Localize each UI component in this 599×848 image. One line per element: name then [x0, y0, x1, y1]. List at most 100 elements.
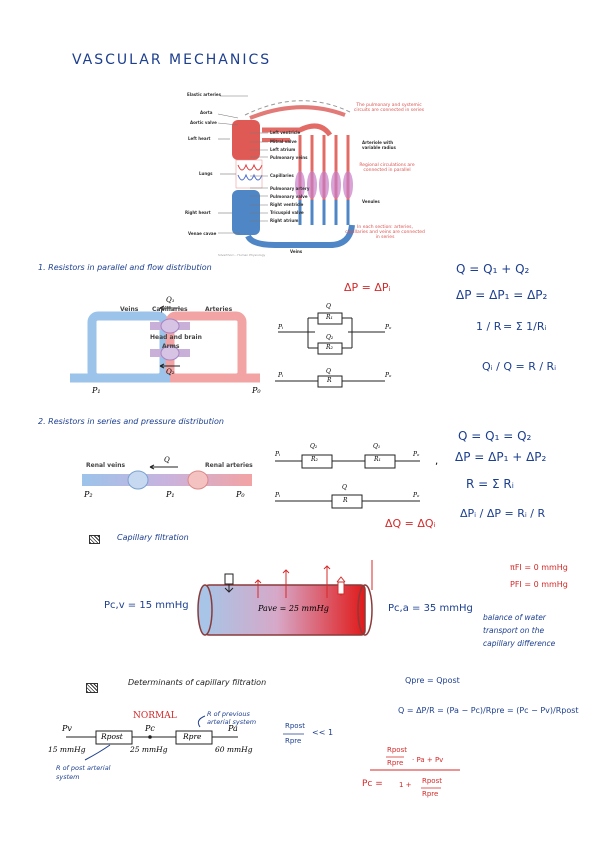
section1-eq-flow-ratio: Qᵢ / Q = R / Rᵢ — [482, 360, 557, 373]
capillary-note: balance of water transport on the capill… — [483, 613, 556, 648]
circuit1-q-single: Q — [326, 368, 331, 375]
label-left-heart: Left heart — [188, 136, 211, 141]
diagram2-p1: P₁ — [166, 490, 175, 499]
pc-eq-rpost: Rpost — [387, 746, 407, 754]
circuit1-pi-single: Pᵢ — [278, 372, 284, 379]
circuit2-q: Q — [342, 484, 347, 491]
q-fraction: Q = ΔP/R = (Pa − Pc)/Rpre = (Pc − Pv)/Rp… — [398, 706, 579, 715]
capillary-pi-fi: πFI = 0 mmHg — [510, 563, 568, 572]
label-left-atrium: Left atrium — [270, 147, 296, 152]
r-prev-label: R of previous arterial system — [207, 710, 257, 726]
circuit1-q: Q — [326, 303, 331, 310]
hatched-bullet-icon — [89, 535, 100, 544]
circuit1-r1: R₁ — [326, 314, 333, 321]
label-arteriole: Arteriole with variable radius — [362, 140, 396, 150]
label-pulmonary-veins: Pulmonary veins — [270, 155, 308, 160]
diagram1-p0: P₀ — [252, 386, 261, 395]
label-elastic-arteries: Elastic arteries — [187, 92, 221, 97]
section1-dp-equation: ΔP = ΔPᵢ — [344, 281, 391, 294]
pa-label: Pa — [228, 724, 238, 733]
normal-label: NORMAL — [133, 711, 177, 721]
circuit1-q2: Q₂ — [326, 334, 334, 341]
label-tricuspid-valve: Tricuspid valve — [270, 210, 304, 215]
label-venules: Venules — [362, 199, 380, 204]
page-title: VASCULAR MECHANICS — [72, 52, 272, 68]
label-right-atrium: Right atrium — [270, 218, 299, 223]
diagram2-p0: P₀ — [236, 490, 245, 499]
pc-label: Pc — [145, 724, 155, 733]
pc-eq-one-plus: 1 + — [399, 781, 412, 789]
value-15: 15 mmHg — [48, 745, 86, 754]
ratio-note: << 1 — [312, 728, 334, 737]
diagram1-q1: Q₁ — [166, 296, 175, 304]
r-post-label: R of post arterial system — [56, 764, 111, 781]
circuit1-r: R — [327, 377, 332, 384]
label-lungs: Lungs — [199, 171, 213, 176]
label-aorta: Aorta — [200, 110, 213, 115]
section1-eq-resistance-lhs: 1 / R — [476, 320, 502, 333]
label-aortic-valve: Aortic valve — [190, 120, 217, 125]
capillary-beds — [295, 171, 353, 199]
circuit2-po-single: Pₒ — [413, 492, 420, 499]
pc-eq-rpre: Rpre — [387, 759, 404, 767]
note-series-circuits: The pulmonary and systemic circuits are … — [353, 103, 425, 113]
circuit2-q2: Q₂ — [310, 443, 318, 450]
section2-eq-resistance: R = Σ Rᵢ — [466, 477, 514, 491]
section1-heading: 1. Resistors in parallel and flow distri… — [38, 263, 212, 272]
section2-dq-equation: ΔQ = ΔQᵢ — [385, 517, 436, 530]
circuit1-pi: Pᵢ — [278, 324, 284, 331]
circuit2-pi: Pᵢ — [275, 451, 281, 458]
circuit2-comma: , — [435, 456, 439, 467]
diagram2-q: Q — [164, 456, 170, 464]
circuit2-r1: R₁ — [374, 456, 381, 463]
pc-eq-den-rpost: Rpost — [422, 777, 442, 785]
value-25: 25 mmHg — [130, 745, 168, 754]
circuit1-po: Pₒ — [385, 324, 392, 331]
value-60: 60 mmHg — [215, 745, 253, 754]
label-venae-cavae: Venae cavae — [188, 231, 217, 236]
rpre-box-label: Rpre — [183, 732, 202, 741]
section1-eq-flow-sum: Q = Q₁ + Q₂ — [456, 262, 530, 276]
diagram1-arms: Arms — [162, 343, 180, 350]
circuit2-pi-single: Pᵢ — [275, 492, 281, 499]
circuit1-po-single: Pₒ — [385, 372, 392, 379]
diagram1-capillaries: Capillaries — [152, 306, 188, 313]
circuit2-r2: R₂ — [311, 456, 318, 463]
diagram1-veins: Veins — [120, 306, 139, 313]
note-series-sections: In each section: arteries, capillaries a… — [345, 225, 425, 240]
capillary-pave: Pave = 25 mmHg — [258, 604, 329, 613]
ratio-numerator: Rpost — [285, 722, 305, 730]
label-mitral-valve: Mitral valve — [270, 139, 297, 144]
diagram1-p1: P₁ — [92, 386, 101, 395]
section2-eq-ratio: ΔPᵢ / ΔP = Rᵢ / R — [460, 507, 546, 520]
circuit2-q1: Q₁ — [373, 443, 381, 450]
pc-eq-pa-pv: · Pa + Pv — [412, 756, 444, 764]
hatched-bullet-icon-2 — [86, 683, 98, 693]
label-right-ventricle: Right ventricle — [270, 202, 304, 207]
section1-eq-resistance-rhs: = Σ 1/Rᵢ — [503, 320, 547, 333]
q-equality: Qpre = Qpost — [405, 676, 460, 685]
label-pulmonary-valve: Pulmonary valve — [270, 194, 308, 199]
section2-heading: 2. Resistors in series and pressure dist… — [38, 417, 224, 426]
diagram1-arteries: Arteries — [205, 306, 233, 313]
circuit2-r: R — [343, 497, 348, 504]
lung-capillaries — [235, 159, 263, 189]
diagram2-p2: P₂ — [84, 490, 93, 499]
rpost-box-label: Rpost — [101, 732, 123, 741]
capillary-pca: Pc,a = 35 mmHg — [388, 603, 473, 614]
pc-eq-lhs: Pc = — [362, 779, 383, 789]
diagram2-renal-arteries: Renal arteries — [205, 462, 253, 469]
note-parallel: Regional circulations are connected in p… — [359, 163, 415, 173]
capillary-heading: Capillary filtration — [117, 533, 189, 542]
circuit1-r2: R₂ — [326, 344, 333, 351]
label-right-heart: Right heart — [185, 210, 211, 215]
label-left-ventricle: Left ventricle — [270, 130, 301, 135]
diagram2-renal-veins: Renal veins — [86, 462, 126, 469]
